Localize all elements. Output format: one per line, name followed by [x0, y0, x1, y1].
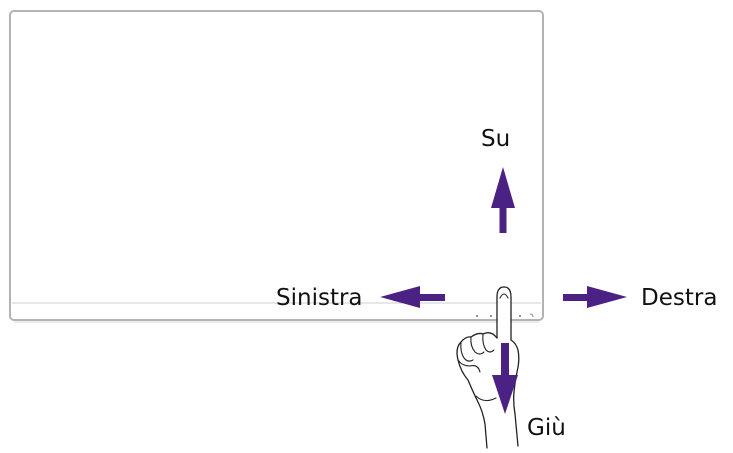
label-left: Sinistra — [276, 285, 363, 311]
control-button-dot — [489, 314, 493, 318]
hand-finger-crease — [482, 333, 495, 353]
control-button-dot — [475, 314, 479, 318]
label-right: Destra — [641, 285, 718, 311]
label-up: Su — [481, 126, 511, 152]
hand-finger-crease — [460, 341, 474, 362]
hand-thumb — [457, 359, 481, 373]
hand-icon — [456, 286, 520, 449]
hand-index-finger — [496, 286, 512, 341]
hand-wrist-line — [475, 395, 497, 402]
arrow-left-icon — [380, 286, 445, 308]
label-down: Giù — [527, 415, 566, 441]
monitor-outline — [9, 10, 544, 323]
arrow-up-icon — [491, 167, 515, 233]
hand-fingernail — [499, 293, 509, 299]
hand-finger-crease — [470, 336, 485, 355]
arrow-down-icon — [492, 343, 518, 414]
monitor-frame — [9, 10, 544, 321]
hand-palm — [456, 332, 520, 449]
arrow-right-icon — [563, 286, 627, 308]
control-button-dot — [529, 313, 534, 318]
control-button-dot — [518, 314, 522, 318]
